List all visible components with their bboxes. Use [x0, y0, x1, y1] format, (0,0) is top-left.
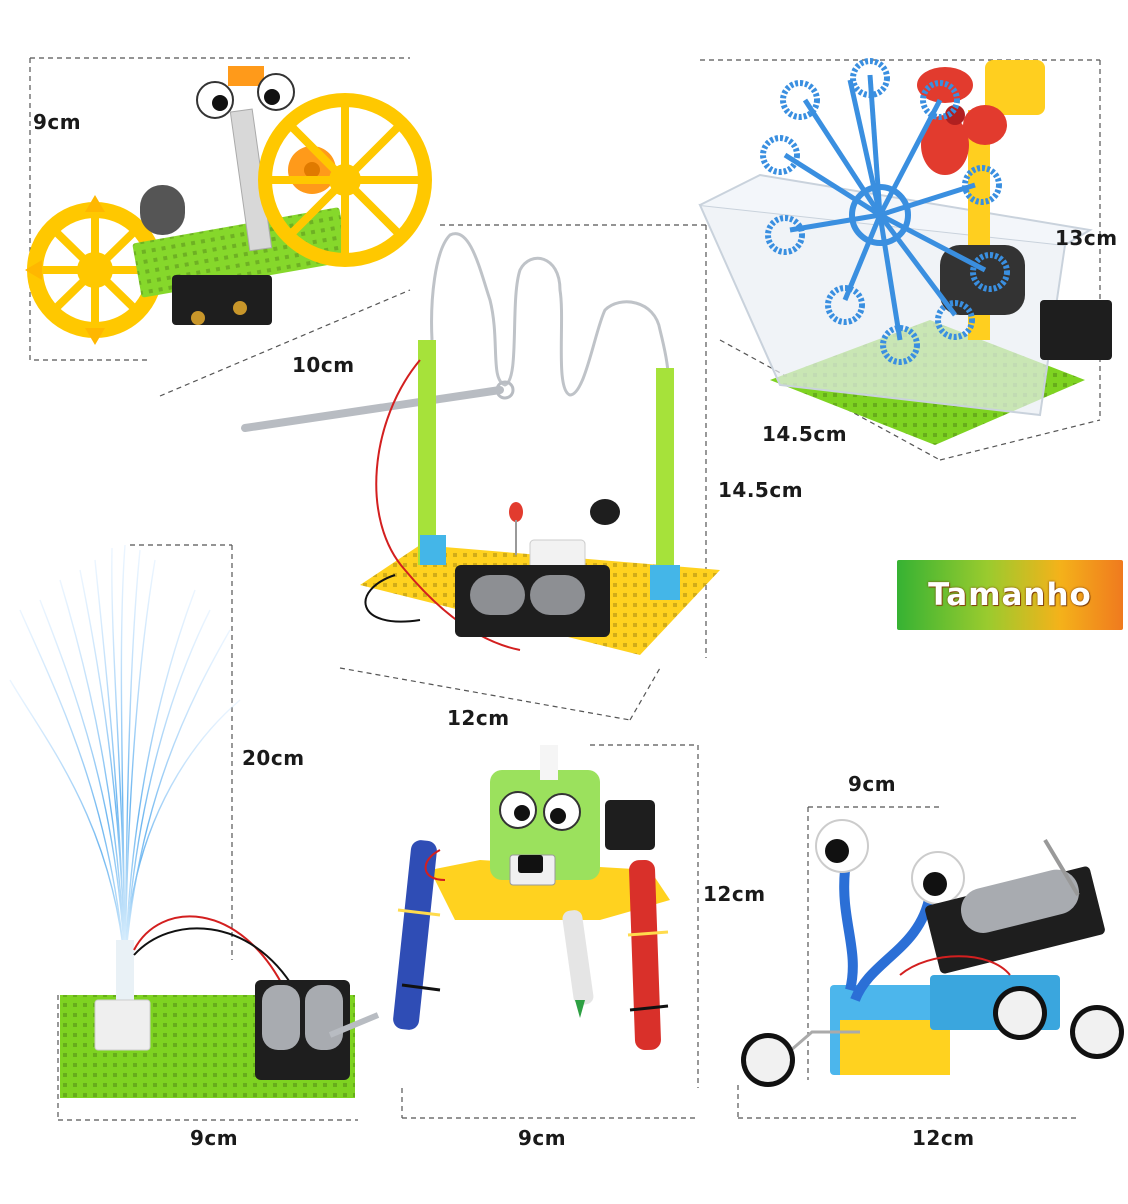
fiber-optic-lamp-product: [9, 544, 380, 1098]
battery-box: [172, 275, 272, 325]
bubble-wheel-icon: [760, 58, 1010, 365]
wheel-robot-width-label: 10cm: [292, 353, 355, 377]
fiber-lamp-height-label: 20cm: [242, 746, 305, 770]
green-marker: [562, 910, 594, 1005]
googly-eyes-icon: [499, 791, 581, 831]
wire-game-height-label: 14.5cm: [718, 478, 804, 502]
blue-marker: [393, 840, 437, 1030]
size-badge-text: Tamanho: [928, 577, 1092, 613]
googly-eyes-icon: [815, 819, 965, 905]
wheels-icon: [741, 986, 1124, 1087]
climbing-car-width-label: 12cm: [912, 1126, 975, 1150]
maze-wire: [430, 232, 670, 397]
fiber-lamp-width-label: 9cm: [190, 1126, 239, 1150]
right-wheel: [258, 93, 432, 267]
bubble-machine-product: [698, 58, 1112, 445]
battery-box: [1040, 300, 1112, 360]
red-marker: [629, 859, 661, 1051]
googly-eyes-icon: [196, 73, 295, 119]
wire-game-width-label: 12cm: [447, 706, 510, 730]
drawing-robot-product: [393, 745, 670, 1051]
climbing-car-height-label: 9cm: [848, 772, 897, 796]
wheel-robot-height-label: 9cm: [33, 110, 82, 134]
wire-maze-game-product: [241, 232, 720, 655]
size-badge: Tamanho: [897, 560, 1123, 630]
bubble-machine-width-label: 14.5cm: [762, 422, 848, 446]
bubble-machine-height-label: 13cm: [1055, 226, 1118, 250]
drawing-robot-height-label: 12cm: [703, 882, 766, 906]
climbing-car-product: [741, 819, 1124, 1087]
loop-wand: [241, 386, 504, 432]
drawing-robot-width-label: 9cm: [518, 1126, 567, 1150]
wheel-robot-product: [25, 66, 432, 345]
fiber-strands-icon: [9, 544, 241, 966]
